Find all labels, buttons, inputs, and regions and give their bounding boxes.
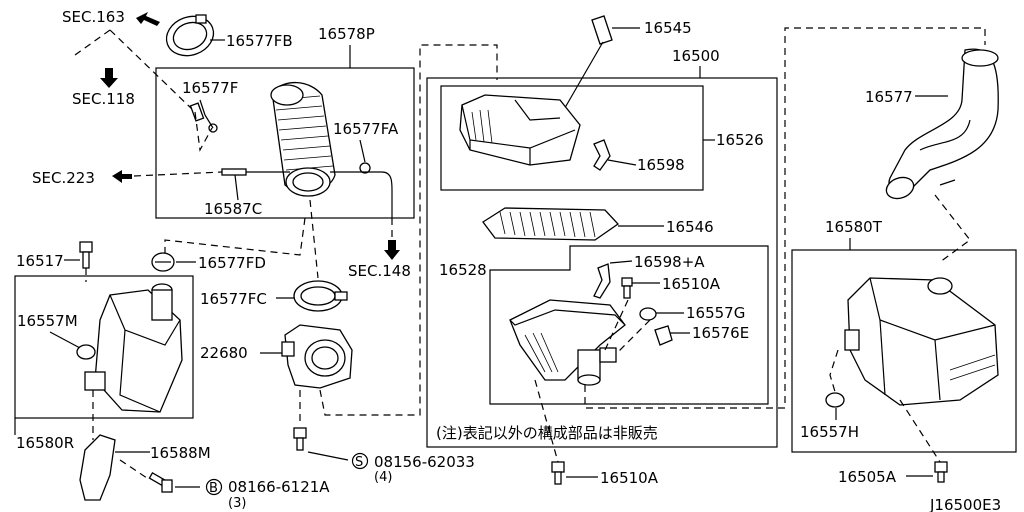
label-16576E: 16576E	[692, 324, 749, 342]
label-16577FC: 16577FC	[200, 290, 267, 308]
plug-16576E	[654, 325, 673, 346]
arrow-sec223-icon	[112, 170, 132, 183]
label-16577FB: 16577FB	[226, 32, 293, 50]
box-16580R	[14, 275, 194, 419]
duct-hose-16578P	[270, 81, 336, 197]
box-16580T	[791, 249, 1017, 453]
bolt-16510A-1	[621, 277, 633, 299]
clamp-16577FB	[165, 14, 215, 57]
filter-element-16546	[482, 207, 619, 241]
label-sec148: SEC.148	[348, 262, 411, 280]
bolt-16510A-2	[551, 461, 565, 485]
label-08166: 08166-6121A	[228, 478, 330, 496]
label-sticker-16545	[591, 15, 613, 45]
arrow-sec148-icon	[384, 240, 400, 260]
label-s-mark: S	[355, 455, 363, 470]
clip-16598A	[593, 263, 611, 299]
arrow-sec163-icon	[136, 12, 160, 26]
circle-s-icon	[351, 452, 369, 470]
label-08156-qty: (4)	[374, 470, 392, 485]
label-16505A: 16505A	[838, 468, 897, 486]
label-sec223: SEC.223	[32, 169, 95, 187]
label-16557H: 16557H	[800, 423, 859, 441]
cover-16526	[459, 94, 581, 166]
label-08156: 08156-62033	[374, 453, 475, 471]
grommet-16557G	[639, 307, 657, 321]
label-16510A-1: 16510A	[662, 275, 721, 293]
label-b-mark: B	[209, 481, 218, 496]
arrow-sec118-icon	[100, 68, 118, 88]
label-16510A-2: 16510A	[600, 469, 659, 487]
clip-16598	[593, 139, 611, 171]
grommet-16557M	[76, 344, 96, 360]
fitting-16577FA	[330, 162, 393, 218]
bolt-16505A	[934, 461, 948, 483]
label-sec163: SEC.163	[62, 8, 125, 26]
duct-16577	[885, 48, 999, 200]
box-16500	[426, 77, 778, 448]
pipe-16587C	[221, 168, 290, 176]
housing-16528	[509, 299, 626, 386]
label-16577FD: 16577FD	[198, 254, 266, 272]
bolt-16517	[79, 241, 93, 269]
clamp-16577FD	[151, 252, 175, 272]
label-16546: 16546	[666, 218, 714, 236]
label-sec118: SEC.118	[72, 90, 135, 108]
box-16526	[440, 85, 704, 191]
label-16580R: 16580R	[16, 434, 74, 452]
label-16598: 16598	[637, 156, 685, 174]
label-16587C: 16587C	[204, 200, 262, 218]
diagram-id: J16500E3	[929, 496, 1001, 512]
label-22680: 22680	[200, 344, 248, 362]
sensor-22680	[281, 324, 353, 389]
label-16577FA: 16577FA	[333, 120, 399, 138]
clamp-16577FC	[293, 280, 348, 312]
label-16588M: 16588M	[150, 444, 211, 462]
label-16580T: 16580T	[825, 218, 883, 236]
label-16577: 16577	[865, 88, 913, 106]
label-16517: 16517	[16, 252, 64, 270]
label-16578P: 16578P	[318, 25, 375, 43]
grommet-16557H	[825, 392, 845, 408]
box-16578P	[155, 67, 415, 219]
label-16557M: 16557M	[17, 312, 78, 330]
label-16545: 16545	[644, 19, 692, 37]
bolt-08166	[148, 472, 173, 493]
label-16526: 16526	[716, 131, 764, 149]
bolt-08156	[293, 427, 307, 451]
note-text: (注)表記以外の構成部品は非販売	[436, 424, 658, 442]
label-08166-qty: (3)	[228, 496, 246, 511]
label-16598A: 16598+A	[634, 253, 705, 271]
resonator-16580T	[844, 277, 999, 406]
resonator-16580R	[84, 283, 183, 413]
circle-b-icon	[205, 478, 223, 496]
label-16500: 16500	[672, 47, 720, 65]
label-16577F: 16577F	[182, 79, 238, 97]
label-16528: 16528	[439, 261, 487, 279]
clip-16577F	[189, 102, 218, 133]
bracket-16588M	[79, 434, 116, 501]
label-16557G: 16557G	[686, 304, 745, 322]
box-16528	[489, 245, 769, 405]
